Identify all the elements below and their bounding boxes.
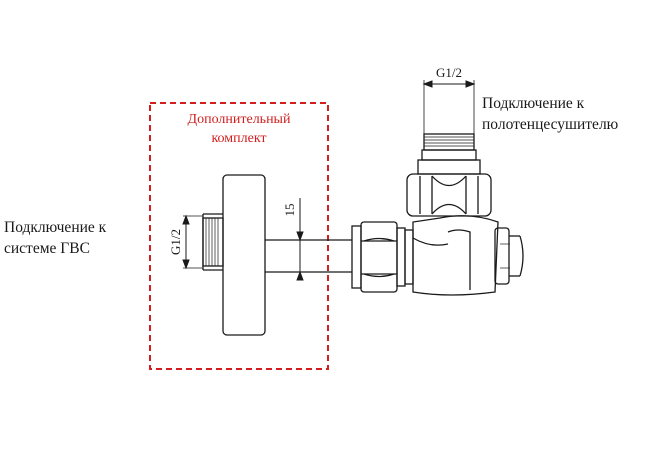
upper-hex-nut xyxy=(406,149,492,217)
left-thread-dimension xyxy=(182,214,203,270)
hot-water-connection-line2: системе ГВС xyxy=(4,240,90,257)
connecting-pipe xyxy=(265,239,352,273)
hot-water-connection-label: Подключение к системе ГВС xyxy=(4,217,106,259)
extra-kit-line2: комплект xyxy=(211,131,267,146)
flange-plate xyxy=(222,174,266,336)
top-thread-label: G1/2 xyxy=(436,65,462,80)
top-thread-dimension xyxy=(422,80,476,134)
extra-kit-line1: Дополнительный xyxy=(187,112,291,127)
valve-body xyxy=(412,215,524,296)
towel-connection-label: Подключение к полотенцесушителю xyxy=(482,93,618,135)
top-threaded-nipple xyxy=(423,133,475,151)
left-threaded-nipple xyxy=(202,213,224,271)
pipe-height-dimension xyxy=(265,198,304,281)
extra-kit-frame xyxy=(149,102,329,370)
compression-nut-left xyxy=(351,221,414,293)
left-thread-label: G1/2 xyxy=(168,229,183,255)
pipe-height-label: 15 xyxy=(282,204,297,217)
towel-connection-line1: Подключение к xyxy=(482,95,585,112)
hot-water-connection-line1: Подключение к xyxy=(4,219,107,236)
towel-connection-line2: полотенцесушителю xyxy=(482,116,619,133)
extra-kit-label: Дополнительный комплект xyxy=(152,110,326,148)
